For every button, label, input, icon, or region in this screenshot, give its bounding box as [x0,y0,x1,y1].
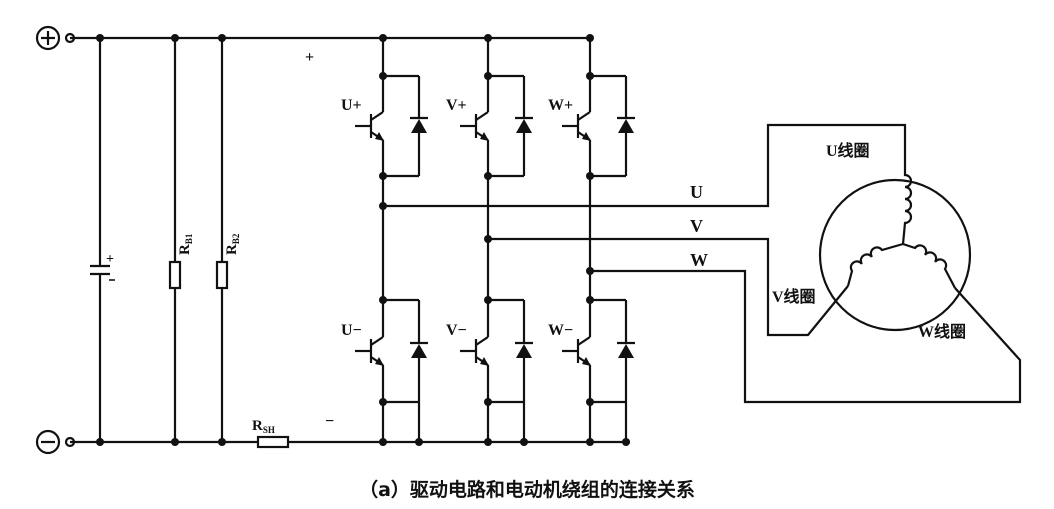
leg-w-rail-minus-node [586,438,594,446]
switch-u-lower-diode-triangle [411,344,427,358]
figure-caption: （a）驱动电路和电动机绕组的连接关系 [359,478,695,501]
rail-node-2 [218,34,226,42]
switch-u-lower-junction-top [379,296,387,304]
leg-w-rail-plus-node [586,34,594,42]
switch-v-lower-emitter-arrow [480,357,489,366]
switch-w-upper-emitter-arrow [582,132,591,141]
switch-v-lower-diode-triangle [516,344,532,358]
rail-node-0 [96,34,104,42]
switch-w-lower-label: W− [548,322,573,339]
shunt-resistor [256,435,290,449]
leg-u-rail-minus-node [379,438,387,446]
switch-u-lower-collector-diag [370,336,384,346]
resistor-rb2 [215,38,229,442]
switch-v-upper-label: V+ [446,97,467,114]
switch-v-upper-emitter-arrow [480,132,489,141]
phase-u-wire [383,123,907,208]
switch-w-lower-diode-triangle [618,344,634,358]
resistor-rb1 [168,38,182,442]
phase-w-wire [590,269,1022,404]
switch-w-upper-label: W+ [548,97,573,114]
inverter-bridge: U+ U− V+ V− W+ W− [96,34,635,446]
switch-u-upper-label: U+ [341,97,362,114]
switch-w-lower-junction-top [586,296,594,304]
switch-w-lower-junction-bottom [586,398,594,406]
phase-v-wire [488,237,849,337]
u-coil-label: U线圈 [826,141,870,160]
switch-v-upper-junction-bottom [484,172,492,180]
switch-v-lower-junction-top [484,296,492,304]
switch-u-upper-emitter-arrow [375,132,384,141]
negative-terminal [35,429,76,455]
leg-u-rail-plus-node [379,34,387,42]
switch-w-upper-junction-top [586,72,594,80]
switch-u-upper-junction-top [379,72,387,80]
leg-u-diode-return-node [415,438,423,446]
dc-capacitor: + [90,38,115,442]
positive-terminal [35,25,76,51]
motor-stator [818,178,972,332]
switch-w-lower-emitter-arrow [582,357,591,366]
motor-windings [846,165,956,289]
switch-v-upper-diode-triangle [516,119,532,133]
switch-v-lower-label: V− [446,322,467,339]
rail-node-4 [171,438,179,446]
phase-v-label: V [690,216,703,236]
capacitor-plus-sign: + [106,252,114,267]
switch-v-upper-junction-top [484,72,492,80]
rb1-label: RB1 [177,233,194,255]
phase-w-label: W [690,250,708,270]
switch-w-upper-junction-bottom [586,172,594,180]
w-coil-label: W线圈 [918,322,966,341]
phase-u-label: U [690,182,703,202]
rail-node-3 [96,438,104,446]
v-coil-label: V线圈 [772,287,816,306]
switch-w-upper-collector-diag [577,111,591,121]
rail-node-1 [171,34,179,42]
leg-v-rail-minus-node [484,438,492,446]
switch-v-lower-junction-bottom [484,398,492,406]
switch-u-lower-junction-bottom [379,398,387,406]
rail-node-5 [218,438,226,446]
leg-v-diode-return-node [520,438,528,446]
switch-u-lower-label: U− [341,322,362,339]
leg-w-diode-return-node [622,438,630,446]
leg-v-rail-plus-node [484,34,492,42]
switch-u-upper-diode-triangle [411,119,427,133]
bus-plus-sign: + [305,49,314,66]
bus-minus-sign: − [325,413,334,430]
rb2-label: RB2 [224,233,241,255]
switch-u-upper-junction-bottom [379,172,387,180]
switch-u-upper-collector-diag [370,111,384,121]
switch-v-lower-collector-diag [475,336,489,346]
switch-v-upper-collector-diag [475,111,489,121]
shunt-label: RSH [252,418,275,435]
switch-w-lower-collector-diag [577,336,591,346]
switch-u-lower-emitter-arrow [375,357,384,366]
switch-w-upper-diode-triangle [618,119,634,133]
